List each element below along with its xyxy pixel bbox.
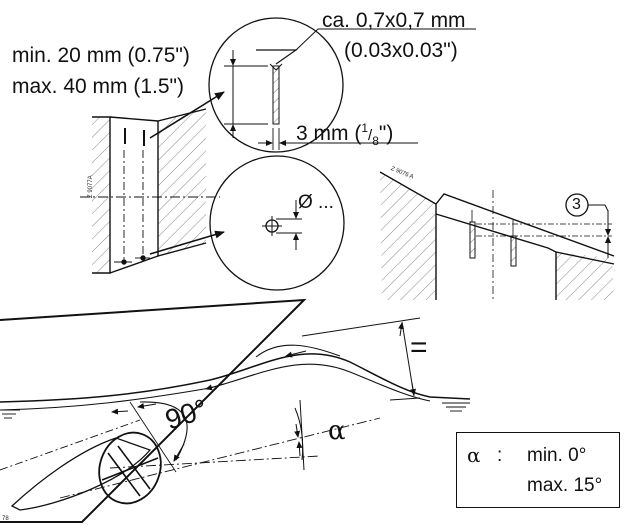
equal-sign-label: =: [410, 331, 428, 364]
left-section-code: Z 9077A: [88, 175, 94, 198]
diameter-label: Ø ...: [298, 192, 334, 213]
legend-max-value: max. 15°: [527, 475, 603, 496]
gap-label: 3 mm (1/8"): [296, 121, 394, 149]
weld-size-label: ca. 0,7x0,7 mm: [322, 9, 466, 32]
right-section: [379, 171, 615, 300]
gap-fraction-denominator: 8: [372, 134, 379, 149]
left-section: [80, 91, 225, 274]
weld-size-inch-label: (0.03x0.03"): [344, 39, 458, 62]
callout-3-number: 3: [572, 196, 581, 213]
min-depth-label: min. 20 mm (0.75"): [12, 44, 190, 67]
max-depth-label: max. 40 mm (1.5"): [12, 75, 184, 98]
gap-fraction-numerator: 1: [361, 121, 369, 135]
legend-alpha-symbol: α: [467, 443, 481, 467]
figure-code: 78: [2, 516, 9, 522]
nozzle-circle: [98, 431, 162, 505]
alpha-angle-label: α: [328, 416, 346, 446]
bottom-main-view: [0, 298, 471, 523]
bottom-detail-circle: [209, 155, 345, 291]
angle-legend-box: α : min. 0° max. 15°: [456, 432, 620, 508]
top-detail-circle: [208, 17, 476, 153]
legend-separator: :: [497, 445, 503, 466]
gap-label-text: 3 mm (: [296, 122, 362, 145]
legend-min-value: min. 0°: [527, 445, 587, 466]
gap-label-close: "): [378, 122, 394, 145]
